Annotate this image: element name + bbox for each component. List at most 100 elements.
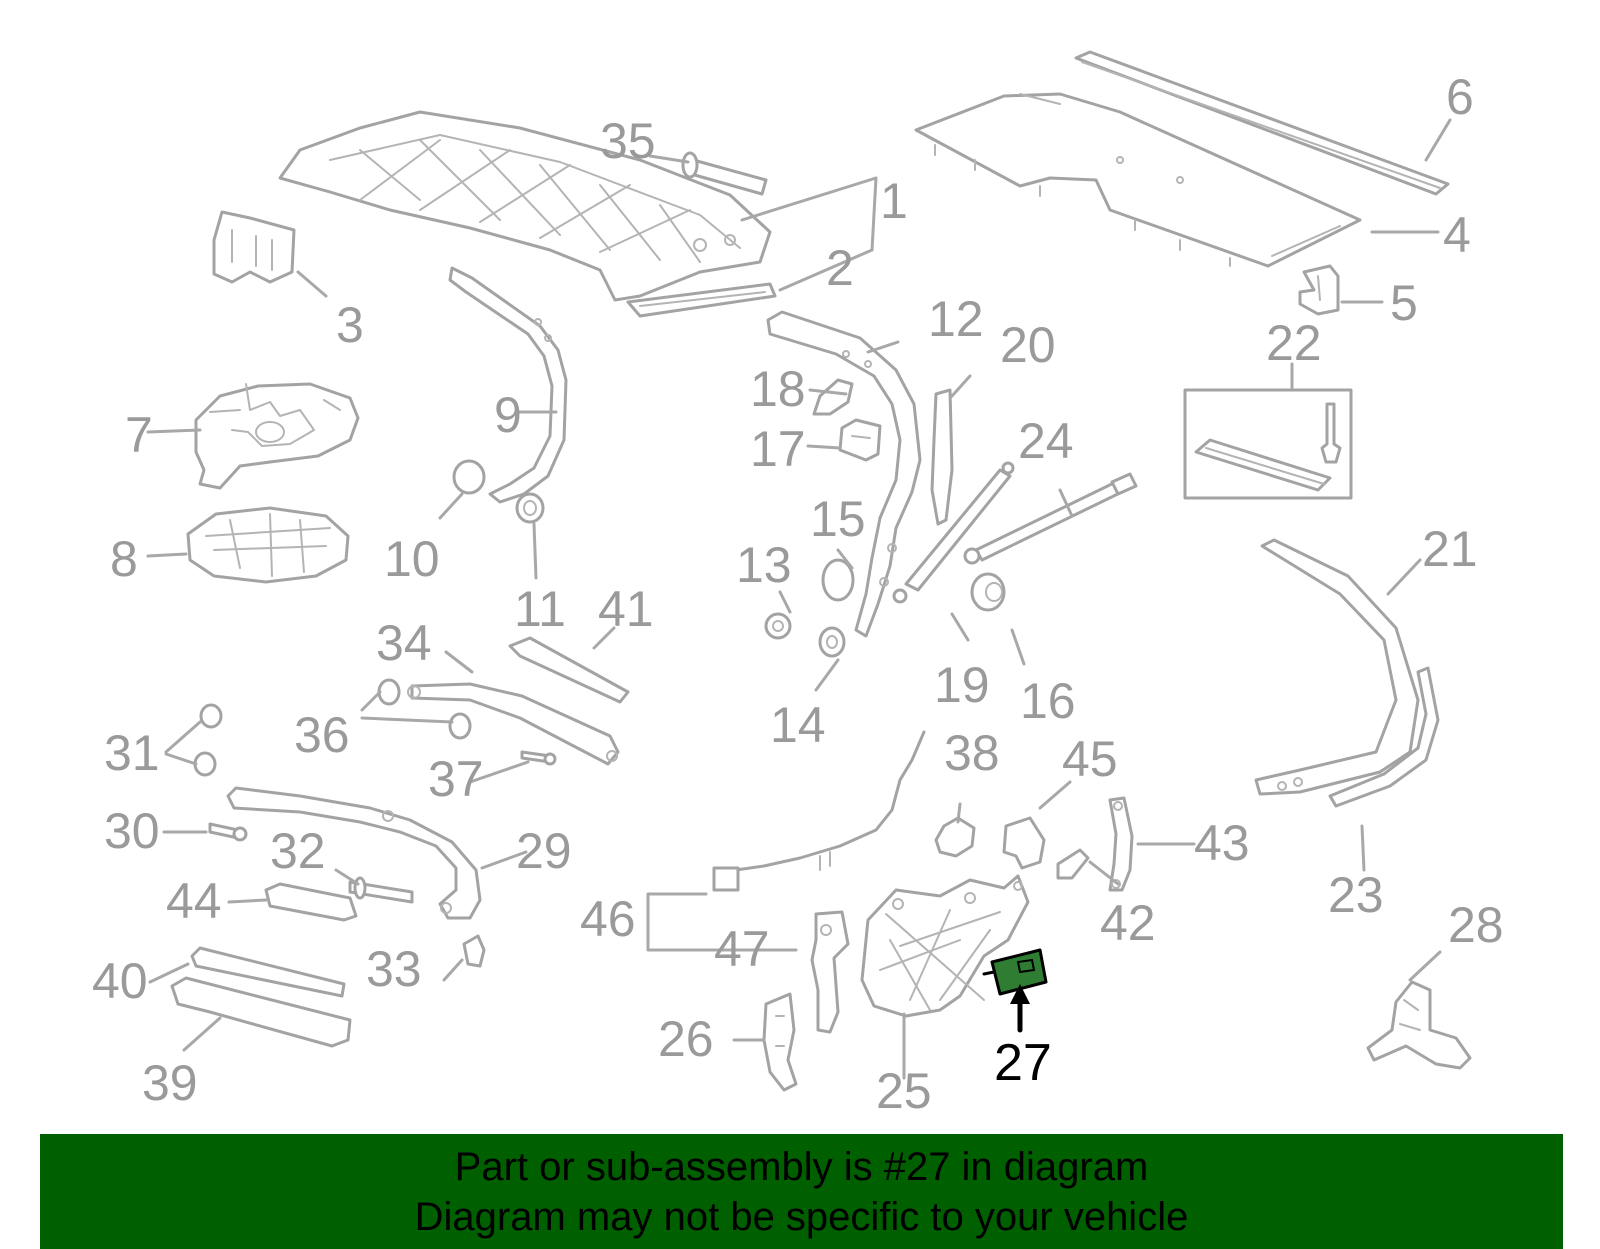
callout-27-highlighted[interactable]: 27 [994,1034,1052,1092]
callout-24: 24 [1018,413,1074,469]
part-12-main-arm [766,310,922,638]
part-4-tray-panel [914,92,1362,268]
part-1-deck-lid-frame [278,110,772,302]
part-15-ring [821,558,855,602]
callout-30: 30 [104,803,160,859]
part-32-pin [348,876,414,904]
part-39-strip [170,976,352,1048]
part-36-bushing-a [377,678,401,706]
part-35-pin [681,151,768,196]
part-14-washer [818,626,846,658]
part-30-bolt [208,822,248,842]
part-47-lever [810,910,850,1034]
banner-line-2: Diagram may not be specific to your vehi… [414,1195,1189,1239]
part-18-bracket [812,378,854,416]
part-21-curved-seal [1254,538,1420,796]
part-33-clip [462,934,486,968]
callout-13: 13 [736,537,792,593]
callout-9: 9 [494,387,522,443]
callout-8: 8 [110,531,138,587]
part-23-lower-seal [1328,666,1440,808]
part-16-bushing [970,572,1006,612]
callout-39: 39 [142,1055,198,1111]
part-13-washer [764,612,792,640]
callout-3: 3 [336,297,364,353]
part-31-nut-b [193,751,217,777]
part-28-latch-bracket [1366,980,1472,1070]
part-36-bushing-b [448,712,472,740]
callout-37: 37 [428,751,484,807]
callout-12: 12 [928,291,984,347]
banner-line-1: Part or sub-assembly is #27 in diagram [454,1145,1149,1189]
callout-21: 21 [1422,521,1478,577]
callout-45: 45 [1062,731,1118,787]
part-6-trim-strip [1074,50,1450,196]
callout-41: 41 [598,581,654,637]
callout-1: 1 [880,173,908,229]
callout-18: 18 [750,361,806,417]
callout-17: 17 [750,421,806,477]
part-20-bar [930,388,954,526]
part-19-strut [892,461,1015,604]
callout-33: 33 [366,941,422,997]
callout-11: 11 [514,581,566,637]
callout-40: 40 [92,953,148,1009]
part-2-frame-seal [626,282,777,318]
part-5-clip [1298,264,1340,316]
callout-28: 28 [1448,897,1504,953]
callout-4: 4 [1443,207,1471,263]
part-38-actuator [934,816,976,858]
part-31-nut-a [199,703,223,729]
info-banner: Part or sub-assembly is #27 in diagram D… [40,1134,1563,1249]
part-29-arm [226,786,482,920]
callout-6: 6 [1446,69,1474,125]
part-43-link [1108,796,1134,892]
callout-2: 2 [826,240,854,296]
callout-23: 23 [1328,867,1384,923]
part-45-bracket [1002,816,1046,870]
callout-31: 31 [104,725,160,781]
part-40-strip [190,946,346,998]
part-8-tray [186,506,350,584]
callout-numbers: 1 2 3 4 5 6 7 8 9 10 11 12 13 14 15 16 1… [92,69,1504,1119]
part-3-bracket [212,210,296,284]
part-34-link-arm [407,682,620,766]
callout-25: 25 [876,1063,932,1119]
part-42-clip [1056,848,1090,880]
callout-29: 29 [516,823,572,879]
callout-16: 16 [1020,673,1076,729]
callout-14: 14 [770,697,826,753]
part-44-block [264,882,358,922]
callout-20: 20 [1000,317,1056,373]
callout-36: 36 [294,707,350,763]
part-9-seal [448,266,568,504]
part-41-strip [508,636,630,704]
part-37-bolt [520,750,557,766]
callout-10: 10 [384,531,440,587]
part-22-kit-box [1183,388,1353,500]
part-11-grommet [515,492,545,524]
callout-42: 42 [1100,895,1156,951]
part-10-ring [452,459,486,495]
callout-35: 35 [600,113,656,169]
part-27-highlighted-module[interactable] [982,948,1048,996]
callout-26: 26 [658,1011,714,1067]
part-25-bracket-assembly [860,874,1030,1018]
callout-5: 5 [1390,275,1418,331]
callout-38: 38 [944,725,1000,781]
callout-15: 15 [810,491,866,547]
callout-32: 32 [270,823,326,879]
callout-44: 44 [166,873,222,929]
part-26-plate [762,992,798,1092]
part-46-cable [712,730,926,892]
part-7-motor [194,382,360,490]
part-24-gas-strut [963,472,1138,565]
callout-7: 7 [125,407,153,463]
part-17-plate [838,418,882,462]
callout-34: 34 [376,615,432,671]
callout-43: 43 [1194,815,1250,871]
callout-47: 47 [714,921,770,977]
leader-lines [146,118,1452,1080]
callout-22: 22 [1266,315,1322,371]
